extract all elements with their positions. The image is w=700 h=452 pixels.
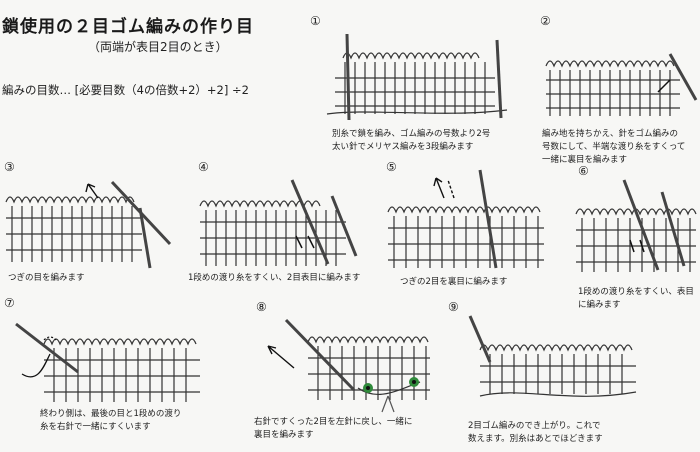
step-1-number: ①	[310, 14, 321, 28]
step-6-illustration	[575, 179, 697, 272]
step-4-illustration	[199, 179, 358, 266]
step-7-caption: 終わり側は、最後の目と1段めの渡り 糸を右針で一緒にすくいます	[40, 408, 181, 434]
step-1-caption: 別糸で鎖を編み、ゴム編みの号数より2号 太い針でメリヤス編みを3段編みます	[332, 128, 490, 154]
page-title: 鎖使用の２目ゴム編みの作り目	[2, 17, 254, 37]
step-3-number: ③	[4, 160, 15, 174]
caption-line: 右針ですくった2目を左針に戻し、一緒に	[254, 417, 413, 427]
caption-line: に編みます	[578, 300, 621, 310]
step-7-illustration	[15, 322, 200, 402]
step-7-number: ⑦	[4, 296, 15, 310]
step-4-number: ④	[198, 160, 209, 174]
step-5-caption: つぎの2目を裏目に編みます	[400, 276, 507, 289]
step-9-illustration	[468, 315, 637, 397]
step-6-caption: 1段めの渡り糸をすくい、表目 に編みます	[578, 286, 694, 312]
caption-line: 1段めの渡り糸をすくい、2目表目に編みます	[188, 273, 361, 283]
step-8-illustration	[267, 318, 430, 413]
caption-line: 一緒に裏目を編みます	[542, 155, 628, 165]
caption-line: 1段めの渡り糸をすくい、表目	[578, 287, 694, 297]
stitch-count-formula: 編みの目数… [必要目数（4の倍数+2）+2] ÷2	[2, 83, 249, 97]
step-5-illustration	[387, 169, 544, 269]
step-3-caption: つぎの目を編みます	[8, 272, 85, 285]
caption-line: 糸を右針で一緒にすくいます	[40, 422, 151, 432]
step-2-caption: 編み地を持ちかえ、針をゴム編みの 号数にして、半端な渡り糸をすくって 一緒に裏目…	[542, 128, 685, 167]
step-2-number: ②	[540, 14, 551, 28]
step-1-illustration	[326, 33, 508, 120]
page-subtitle: （両端が表目2目のとき）	[88, 40, 228, 54]
caption-line: つぎの2目を裏目に編みます	[400, 277, 508, 287]
caption-line: 終わり側は、最後の目と1段めの渡り	[40, 409, 182, 419]
step-3-illustration	[5, 180, 172, 269]
step-9-caption: 2目ゴム編みのでき上がり。これで 数えます。別糸はあとでほどきます	[468, 420, 603, 446]
step-6-number: ⑥	[578, 164, 589, 178]
step-9-number: ⑨	[448, 300, 459, 314]
caption-line: 2目ゴム編みのでき上がり。これで	[468, 421, 601, 431]
step-2-illustration	[545, 53, 698, 116]
caption-line: 号数にして、半端な渡り糸をすくって	[542, 142, 686, 152]
step-4-caption: 1段めの渡り糸をすくい、2目表目に編みます	[188, 272, 360, 285]
caption-line: 太い針でメリヤス編みを3段編みます	[332, 142, 474, 152]
caption-line: つぎの目を編みます	[8, 273, 85, 283]
step-8-caption: 右針ですくった2目を左針に戻し、一緒に 裏目を編みます	[254, 416, 412, 442]
step-8-number: ⑧	[256, 300, 267, 314]
caption-line: 裏目を編みます	[254, 430, 314, 440]
step-5-number: ⑤	[386, 160, 397, 174]
caption-line: 数えます。別糸はあとでほどきます	[468, 434, 603, 444]
caption-line: 編み地を持ちかえ、針をゴム編みの	[542, 129, 679, 139]
caption-line: 別糸で鎖を編み、ゴム編みの号数より2号	[332, 129, 491, 139]
